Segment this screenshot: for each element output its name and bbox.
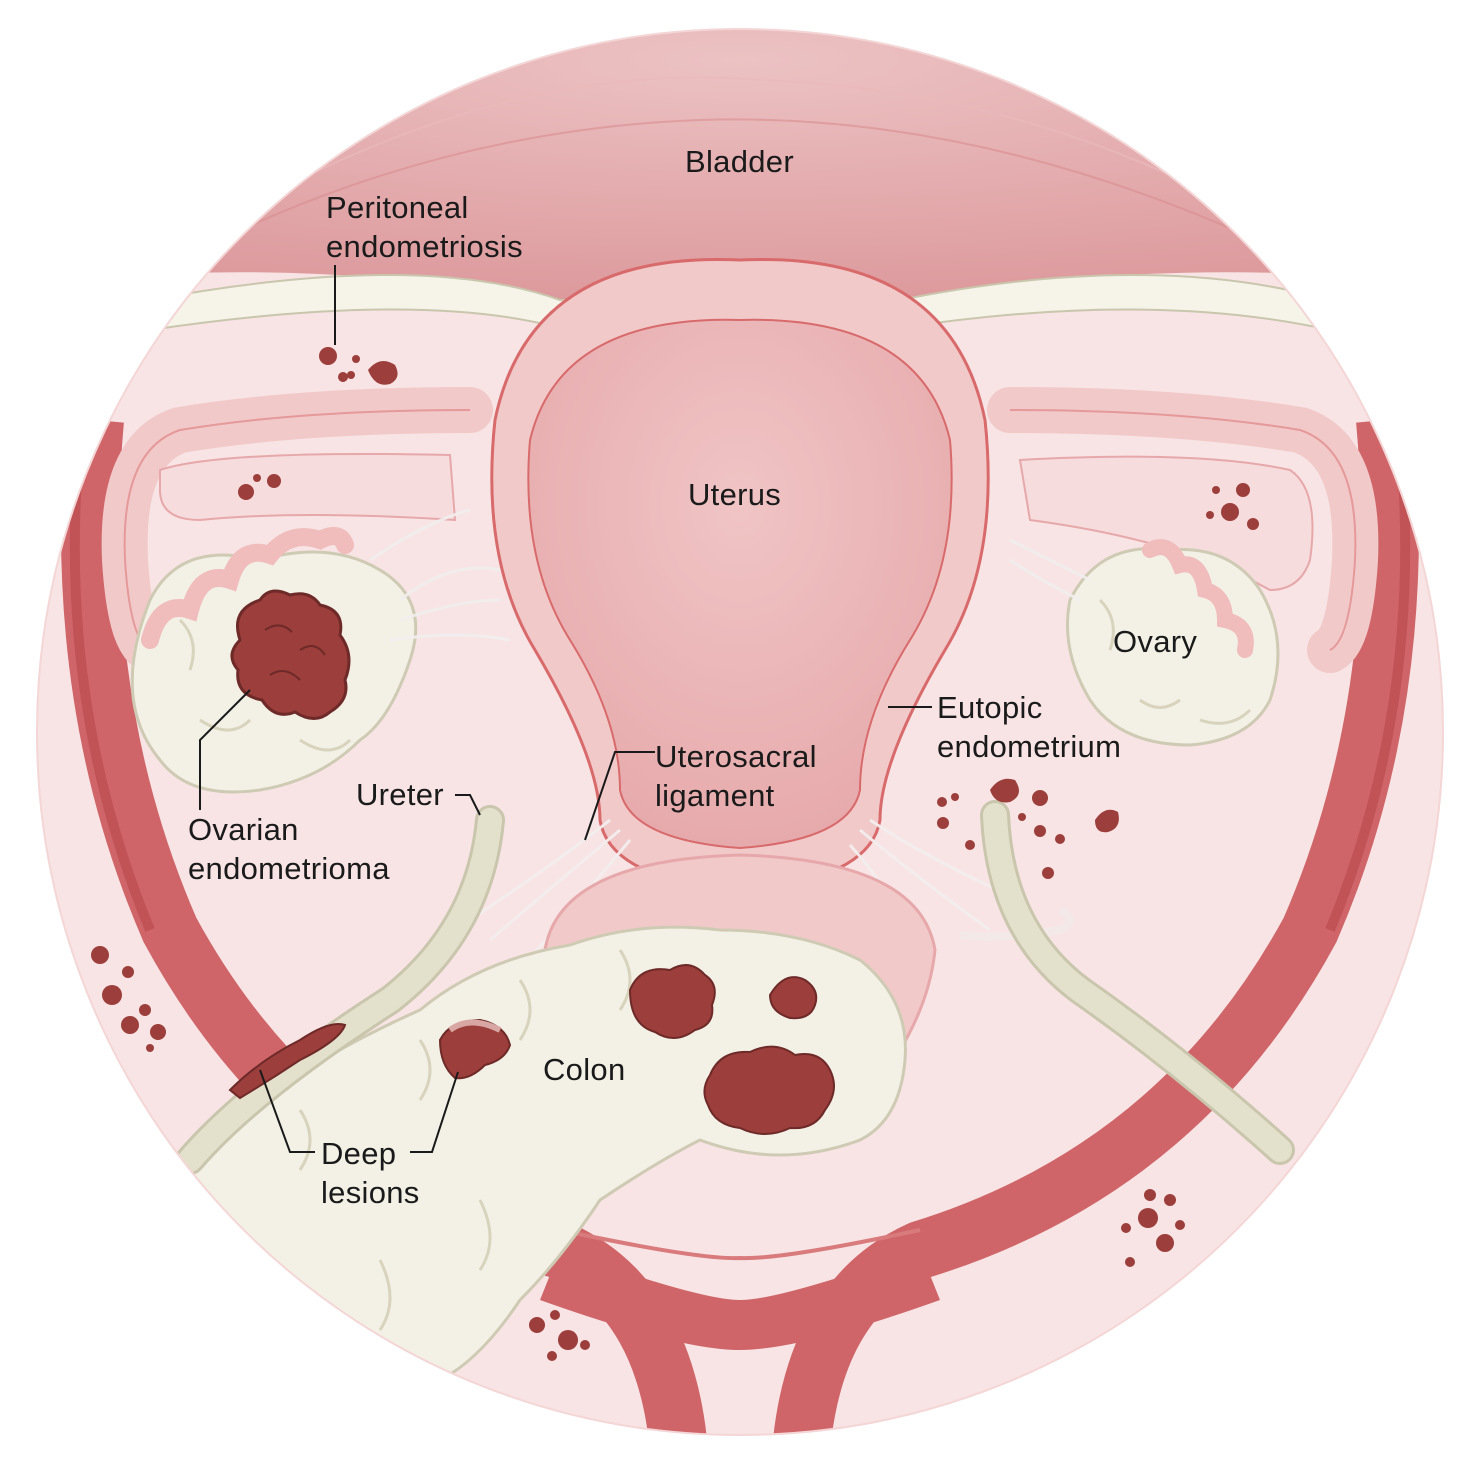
- colon-lesion: [768, 976, 818, 1020]
- label-colon: Colon: [543, 1052, 626, 1087]
- leader-lines: [199, 265, 932, 1153]
- right-ureter: [983, 803, 1292, 1162]
- left-tube-loop: [159, 453, 457, 522]
- left-ureter: [178, 808, 502, 1172]
- colon-lesion: [628, 964, 716, 1039]
- label-bladder: Bladder: [685, 144, 794, 179]
- label-ureter: Ureter: [356, 777, 444, 812]
- colon-lesion: [703, 1045, 835, 1135]
- label-uterus: Uterus: [688, 477, 782, 512]
- label-ovary: Ovary: [1113, 624, 1198, 659]
- peritoneal-lesions: [91, 347, 1259, 1361]
- uterus-cavity: [527, 318, 953, 850]
- ovarian-endometrioma-lesion: [230, 589, 351, 720]
- deep-lesion-ureter: [228, 1023, 347, 1100]
